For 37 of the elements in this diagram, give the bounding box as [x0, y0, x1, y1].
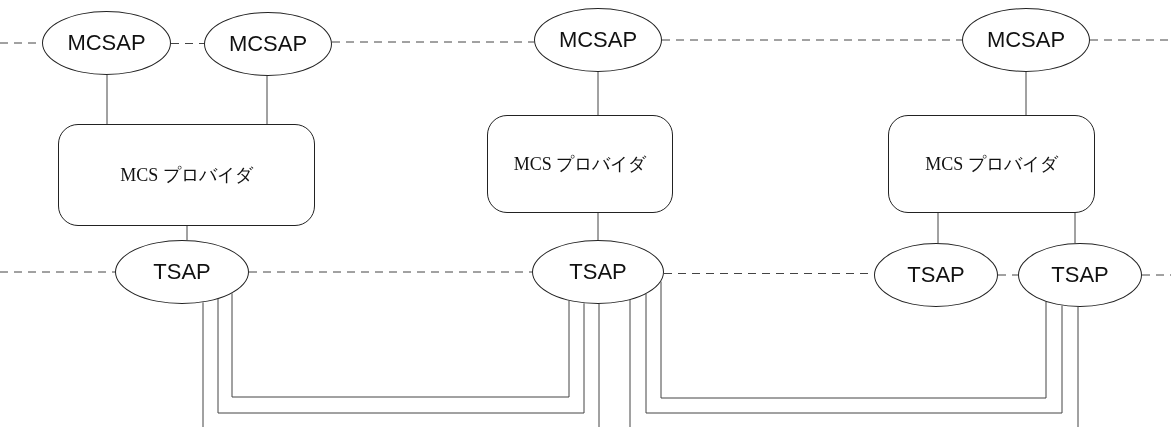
connector-line	[106, 74, 108, 125]
node-label: TSAP	[1051, 262, 1109, 288]
dashed-connector	[997, 274, 1019, 276]
node-label: TSAP	[569, 259, 627, 285]
connector-line	[598, 303, 600, 427]
dashed-connector	[331, 41, 535, 43]
provider-box	[888, 115, 1095, 213]
provider-box	[58, 124, 315, 226]
connector-line	[1077, 306, 1079, 427]
connector-line	[937, 212, 939, 244]
connector-line	[231, 292, 570, 398]
dashed-connector	[1089, 39, 1171, 41]
node-label: MCSAP	[67, 30, 146, 56]
node-label: TSAP	[153, 259, 211, 285]
connector-line	[597, 212, 599, 241]
node-label: MCS プロバイダ	[513, 153, 647, 176]
connector-line	[1025, 71, 1027, 116]
connector-line	[1074, 212, 1076, 244]
node-label: MCS プロバイダ	[925, 153, 1058, 176]
connector-line	[660, 281, 1047, 399]
provider-box	[487, 115, 673, 213]
node-label: MCS プロバイダ	[120, 164, 253, 187]
node-label: MCSAP	[986, 27, 1066, 53]
node-label: MCSAP	[228, 31, 308, 57]
connector-line	[645, 293, 1063, 414]
dashed-connector	[248, 271, 533, 273]
dashed-connector	[170, 43, 205, 44]
dashed-connector	[0, 271, 116, 273]
dashed-connector	[1141, 274, 1171, 276]
connector-line	[186, 225, 188, 241]
node-label: MCSAP	[558, 27, 638, 53]
connector-line	[629, 299, 631, 427]
connector-line	[217, 298, 585, 414]
connector-line	[266, 75, 268, 125]
node-label: TSAP	[907, 262, 965, 288]
dashed-connector	[661, 39, 963, 41]
connector-line	[597, 71, 599, 116]
